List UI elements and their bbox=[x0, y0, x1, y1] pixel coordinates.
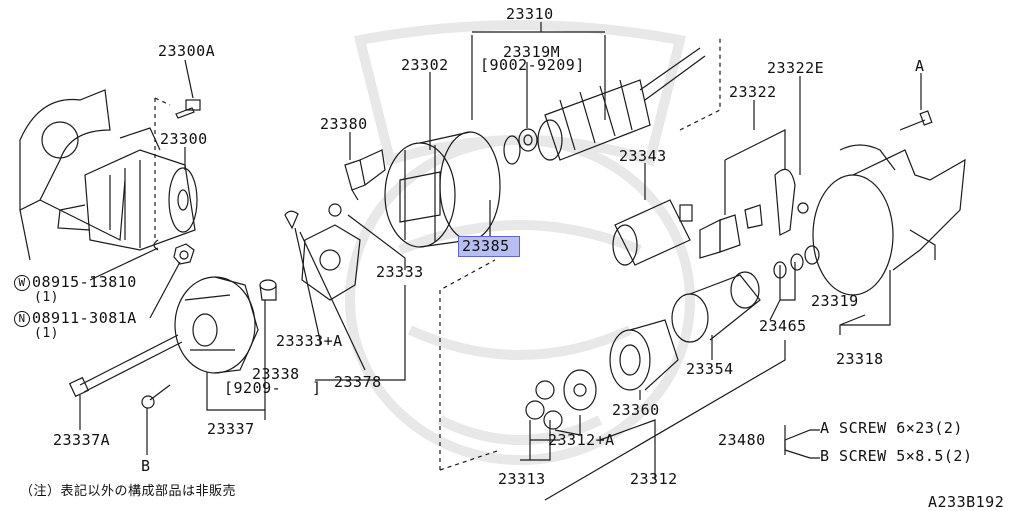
label-23312[interactable]: 23312 bbox=[630, 470, 678, 488]
label-screw-B: B SCREW 5×8.5(2) bbox=[820, 447, 973, 465]
label-23338[interactable]: 23338 bbox=[252, 365, 300, 383]
label-23333[interactable]: 23333 bbox=[376, 263, 424, 281]
brush-plate-23333 bbox=[301, 224, 361, 301]
label-23338-range-end: ] bbox=[312, 379, 322, 397]
label-23343[interactable]: 23343 bbox=[619, 147, 667, 165]
footnote: （注）表記以外の構成部品は非販売 bbox=[20, 484, 237, 499]
yoke-23302 bbox=[384, 131, 501, 248]
label-23337[interactable]: 23337 bbox=[207, 420, 255, 438]
watermark-emblem bbox=[345, 20, 695, 465]
starter-assembly-drawing bbox=[57, 127, 198, 251]
screw-A bbox=[899, 110, 933, 131]
label-23385[interactable]: 23385 bbox=[462, 237, 510, 255]
nut-qty: (1) bbox=[34, 326, 59, 341]
armature-23310 bbox=[537, 47, 706, 161]
label-screw-A: A SCREW 6×23(2) bbox=[820, 419, 963, 437]
bolt-23300A bbox=[175, 99, 201, 119]
label-23319M[interactable]: 23319M bbox=[503, 43, 561, 61]
solenoid-23343 bbox=[612, 199, 693, 266]
pinion-23354 bbox=[671, 271, 761, 343]
label-23312A[interactable]: 23312+A bbox=[548, 431, 615, 449]
label-23319M-range: [9002-9209] bbox=[480, 56, 585, 74]
w-circle-icon: W bbox=[14, 274, 30, 291]
label-23310[interactable]: 23310 bbox=[506, 5, 554, 23]
label-23380[interactable]: 23380 bbox=[320, 115, 368, 133]
label-23378[interactable]: 23378 bbox=[334, 373, 382, 391]
carrier-23312 bbox=[563, 369, 597, 411]
label-23319[interactable]: 23319 bbox=[811, 292, 859, 310]
label-23302[interactable]: 23302 bbox=[401, 56, 449, 74]
housing-23318 bbox=[812, 144, 966, 296]
label-23300A[interactable]: 23300A bbox=[158, 42, 216, 60]
label-23322E[interactable]: 23322E bbox=[767, 59, 825, 77]
label-23480[interactable]: 23480 bbox=[718, 431, 766, 449]
rear-cover-23337 bbox=[174, 276, 259, 374]
label-23300[interactable]: 23300 bbox=[160, 130, 208, 148]
washer-qty: (1) bbox=[34, 290, 59, 305]
label-23465[interactable]: 23465 bbox=[759, 317, 807, 335]
highlight-23385 bbox=[458, 236, 520, 257]
diagram-id: A233B192 bbox=[928, 493, 1005, 511]
n-circle-icon: N bbox=[14, 310, 30, 327]
label-23354[interactable]: 23354 bbox=[686, 360, 734, 378]
gears-23313 bbox=[525, 380, 563, 430]
label-23338-range: [9209- bbox=[224, 379, 282, 397]
lever-23322 bbox=[699, 168, 809, 259]
bearing-23319M bbox=[518, 128, 538, 152]
bracket-23380 bbox=[344, 149, 386, 201]
label-23337A[interactable]: 23337A bbox=[53, 431, 111, 449]
through-bolt-23337A bbox=[68, 334, 183, 398]
ref-A-top: A bbox=[915, 57, 925, 75]
ref-B-bottom: B bbox=[141, 457, 151, 475]
label-23313[interactable]: 23313 bbox=[498, 470, 546, 488]
clutch-23360 bbox=[609, 319, 679, 391]
label-23360[interactable]: 23360 bbox=[612, 401, 660, 419]
screw-B bbox=[141, 384, 171, 409]
washer-code: 08915-13810 bbox=[32, 273, 137, 291]
label-23318[interactable]: 23318 bbox=[836, 350, 884, 368]
label-23322[interactable]: 23322 bbox=[729, 83, 777, 101]
label-23333A[interactable]: 23333+A bbox=[276, 332, 343, 350]
bushing-23338 bbox=[259, 279, 277, 301]
engine-block-outline bbox=[19, 89, 126, 261]
nut-code: 08911-3081A bbox=[32, 309, 137, 327]
